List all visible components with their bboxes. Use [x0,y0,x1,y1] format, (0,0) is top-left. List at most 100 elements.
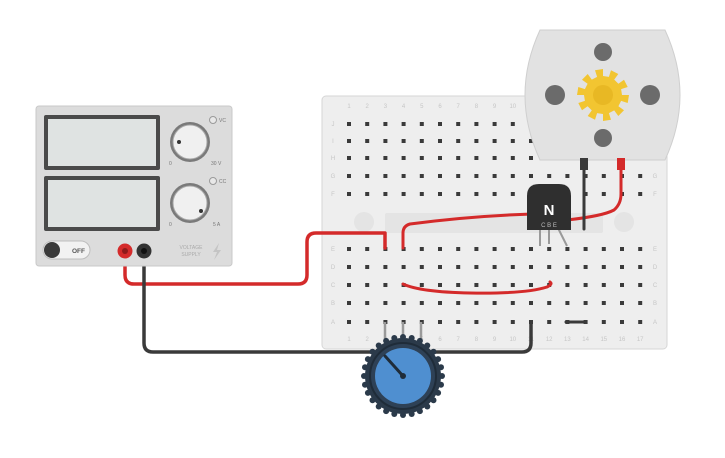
breadboard-hole[interactable] [365,122,370,126]
breadboard-hole[interactable] [583,247,588,251]
breadboard-hole[interactable] [419,139,424,143]
breadboard-hole[interactable] [438,139,442,143]
breadboard-hole[interactable] [601,301,606,305]
breadboard-hole[interactable] [365,139,370,143]
breadboard-hole[interactable] [365,283,370,287]
breadboard-hole[interactable] [510,122,515,126]
breadboard-hole[interactable] [456,265,461,269]
breadboard-hole[interactable] [620,265,624,269]
breadboard-hole[interactable] [601,192,606,196]
breadboard-hole[interactable] [365,301,370,305]
breadboard-hole[interactable] [365,156,370,160]
breadboard-hole[interactable] [438,156,442,160]
breadboard-hole[interactable] [492,265,497,269]
breadboard-hole[interactable] [474,122,479,126]
breadboard-hole[interactable] [529,265,533,269]
breadboard-hole[interactable] [401,265,406,269]
breadboard-hole[interactable] [419,301,424,305]
breadboard-hole[interactable] [365,247,370,251]
breadboard-hole[interactable] [438,265,442,269]
negative-terminal[interactable] [136,243,152,259]
breadboard-hole[interactable] [510,247,515,251]
breadboard-hole[interactable] [383,174,388,178]
breadboard-hole[interactable] [492,174,497,178]
motor-terminal-red[interactable] [617,158,625,170]
breadboard-hole[interactable] [438,301,442,305]
breadboard-hole[interactable] [565,265,570,269]
breadboard-hole[interactable] [510,156,515,160]
breadboard-hole[interactable] [492,156,497,160]
potentiometer[interactable] [361,322,445,418]
breadboard-hole[interactable] [438,122,442,126]
breadboard-hole[interactable] [456,283,461,287]
breadboard-hole[interactable] [620,301,624,305]
breadboard-hole[interactable] [510,283,515,287]
breadboard-hole[interactable] [456,122,461,126]
breadboard-hole[interactable] [601,174,606,178]
breadboard-hole[interactable] [474,192,479,196]
current-knob[interactable] [170,183,210,223]
breadboard-hole[interactable] [383,265,388,269]
breadboard-hole[interactable] [638,283,643,287]
breadboard-hole[interactable] [529,247,533,251]
breadboard-hole[interactable] [347,174,351,178]
breadboard-hole[interactable] [638,265,643,269]
breadboard-hole[interactable] [492,122,497,126]
power-supply[interactable]: VC 0 30 V CC 0 5 A OFF VOLTAGE SUPPLY [35,105,233,267]
breadboard-hole[interactable] [583,301,588,305]
breadboard-hole[interactable] [419,174,424,178]
breadboard-hole[interactable] [474,174,479,178]
breadboard-hole[interactable] [401,174,406,178]
breadboard-hole[interactable] [347,301,351,305]
breadboard-hole[interactable] [547,320,552,324]
breadboard-hole[interactable] [638,320,643,324]
breadboard-hole[interactable] [601,283,606,287]
breadboard-hole[interactable] [419,192,424,196]
breadboard-hole[interactable] [474,139,479,143]
breadboard-hole[interactable] [601,247,606,251]
wire-supply-ground[interactable] [142,250,533,354]
breadboard-hole[interactable] [401,301,406,305]
breadboard-hole[interactable] [474,301,479,305]
breadboard-hole[interactable] [510,320,515,324]
breadboard-hole[interactable] [401,192,406,196]
breadboard-hole[interactable] [383,139,388,143]
breadboard-hole[interactable] [638,192,643,196]
breadboard-hole[interactable] [547,247,552,251]
breadboard-hole[interactable] [401,139,406,143]
breadboard-hole[interactable] [620,283,624,287]
wires[interactable] [123,166,623,354]
breadboard-hole[interactable] [419,122,424,126]
voltage-knob[interactable] [170,122,210,162]
breadboard-hole[interactable] [438,320,442,324]
breadboard-hole[interactable] [510,174,515,178]
breadboard-hole[interactable] [638,174,643,178]
breadboard-hole[interactable] [620,247,624,251]
breadboard-hole[interactable] [383,122,388,126]
breadboard-hole[interactable] [492,247,497,251]
breadboard-hole[interactable] [438,247,442,251]
breadboard-hole[interactable] [347,265,351,269]
breadboard-hole[interactable] [565,301,570,305]
breadboard-hole[interactable] [492,283,497,287]
breadboard-hole[interactable] [620,320,624,324]
breadboard-hole[interactable] [583,192,588,196]
motor-terminal-black[interactable] [580,158,588,170]
breadboard-hole[interactable] [601,265,606,269]
wire-supply-positive[interactable] [123,231,387,286]
breadboard-hole[interactable] [492,320,497,324]
npn-transistor[interactable]: N C B E [527,184,571,247]
breadboard-hole[interactable] [456,139,461,143]
breadboard-hole[interactable] [419,156,424,160]
breadboard-hole[interactable] [547,301,552,305]
breadboard-hole[interactable] [365,192,370,196]
breadboard-hole[interactable] [383,301,388,305]
breadboard-hole[interactable] [510,139,515,143]
breadboard-hole[interactable] [492,139,497,143]
breadboard-hole[interactable] [474,320,479,324]
breadboard-hole[interactable] [583,283,588,287]
breadboard-hole[interactable] [529,283,533,287]
breadboard-hole[interactable] [583,174,588,178]
breadboard-hole[interactable] [510,265,515,269]
breadboard-hole[interactable] [456,174,461,178]
